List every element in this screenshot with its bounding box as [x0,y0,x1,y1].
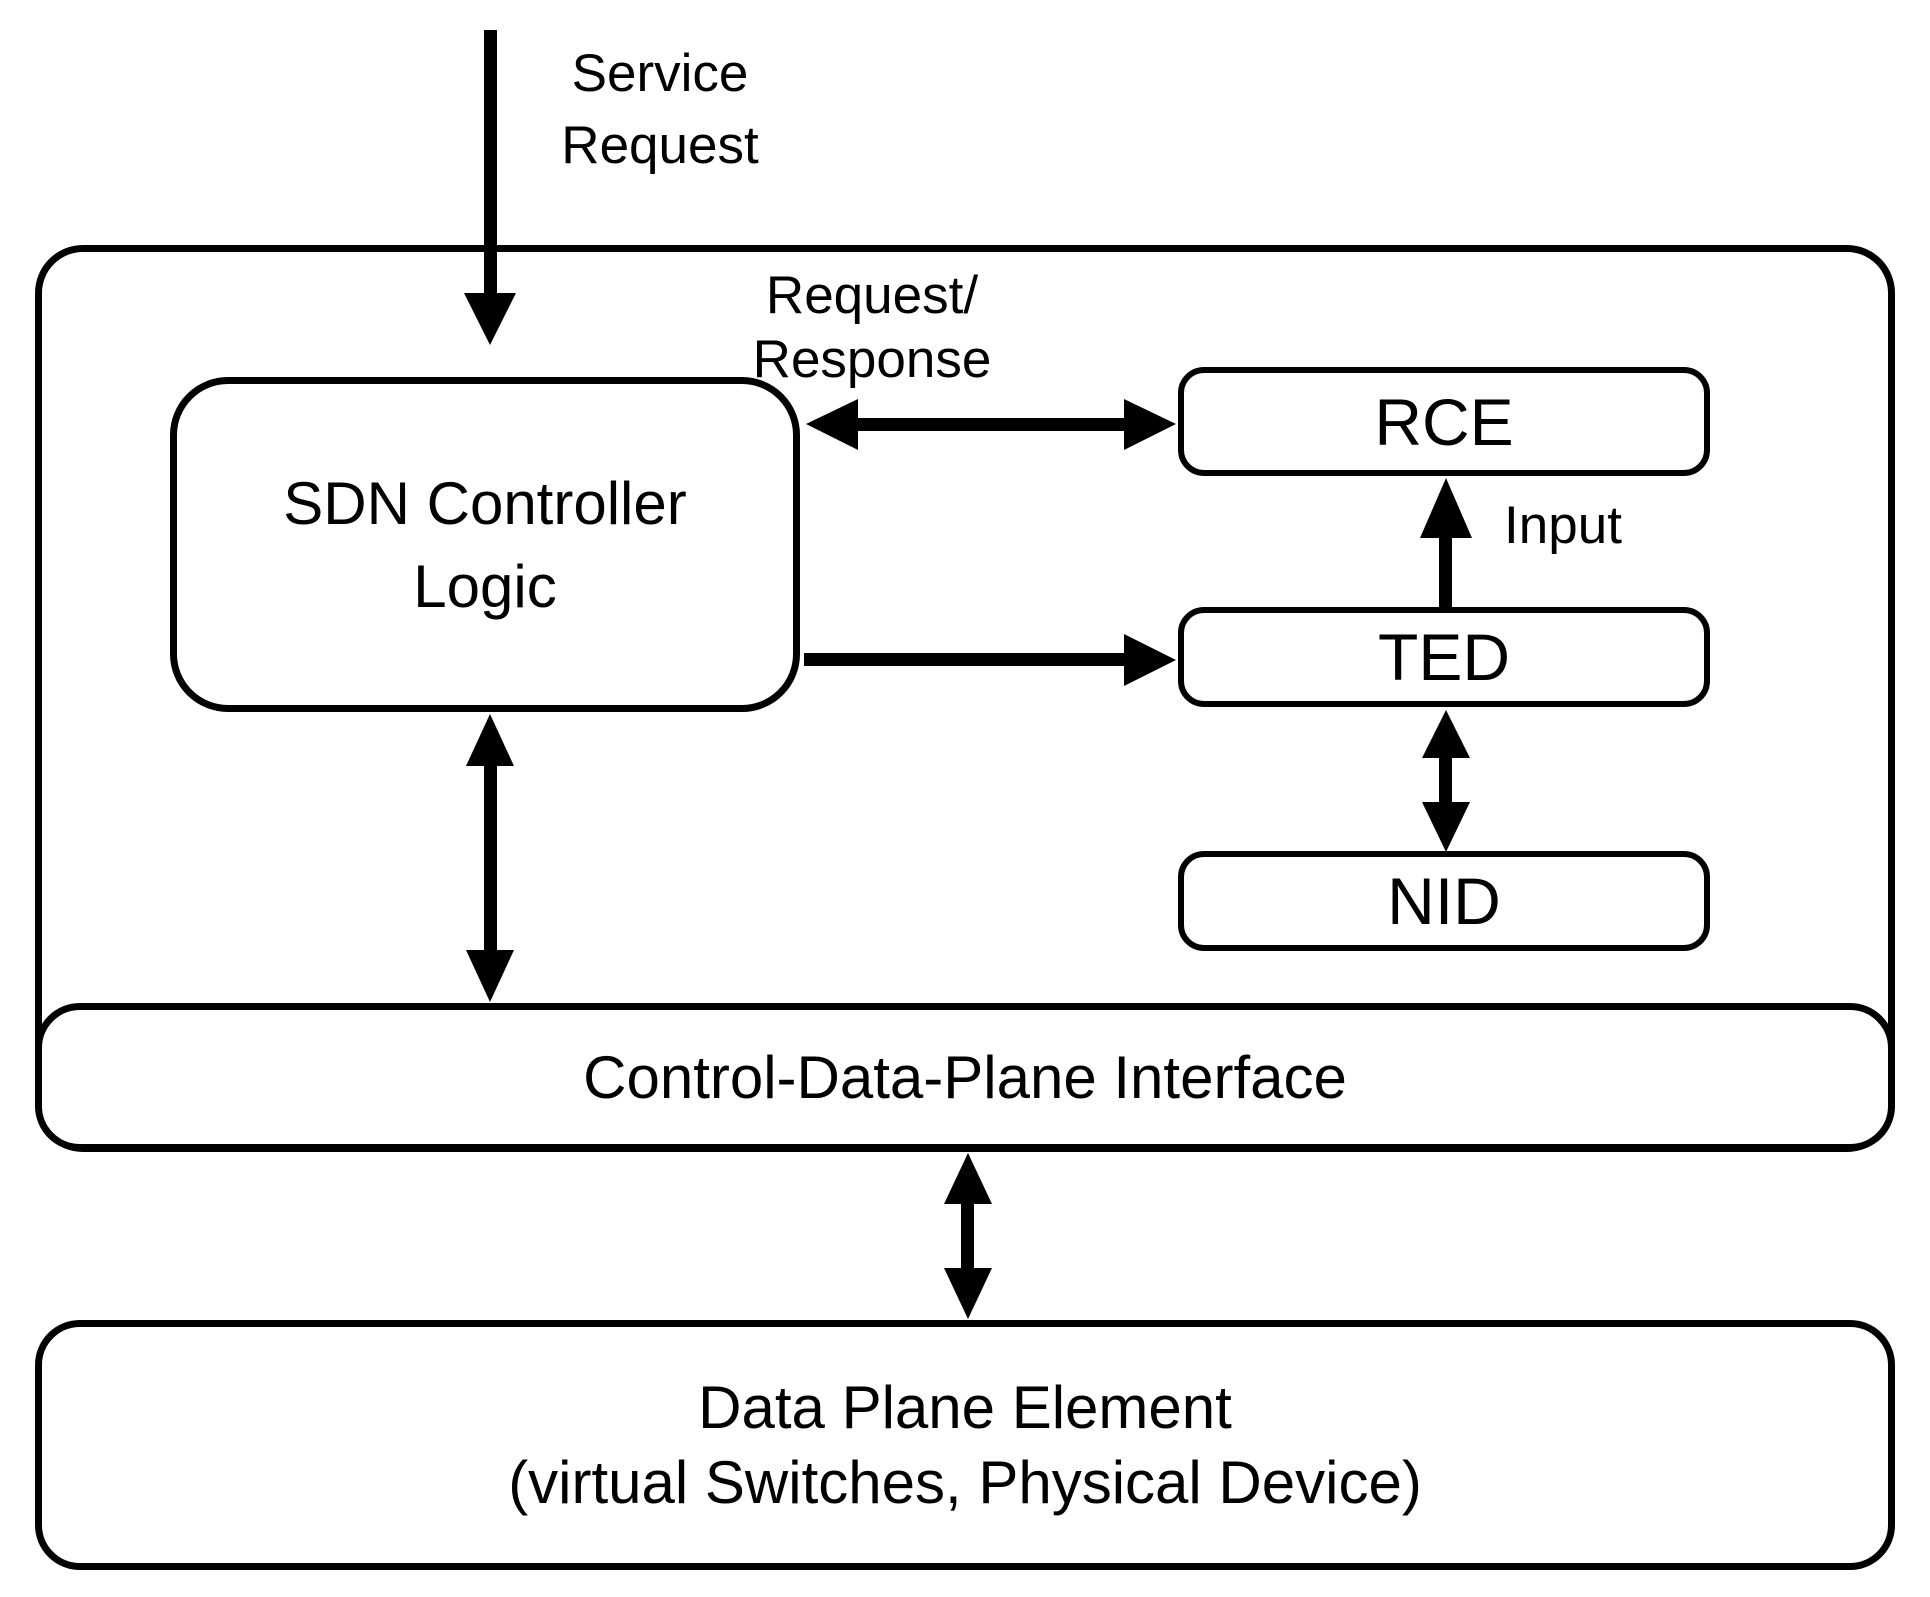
data-plane-element-label-line1: Data Plane Element [698,1374,1232,1441]
nid-label: NID [1387,864,1501,938]
rce-node: RCE [1178,367,1710,476]
data-plane-element-label-line2: (virtual Switches, Physical Device) [508,1449,1422,1516]
rce-label: RCE [1374,384,1514,459]
data-plane-element-node: Data Plane Element (virtual Switches, Ph… [35,1320,1895,1570]
cdp-dataplane-arrow [944,1153,992,1319]
request-response-label-line2: Response [752,330,992,389]
request-response-label: Request/ Response [672,264,1072,392]
request-response-label-line1: Request/ [765,266,979,325]
nid-node: NID [1178,851,1710,951]
service-request-label-line1: Service [571,44,749,103]
control-data-plane-interface-node: Control-Data-Plane Interface [35,1003,1895,1151]
sdn-controller-logic-label-line1: SDN Controller [283,469,687,537]
control-data-plane-interface-label: Control-Data-Plane Interface [583,1043,1347,1111]
service-request-label-line2: Request [561,116,759,175]
service-request-label: Service Request [450,38,870,182]
sdn-controller-logic-label-line2: Logic [413,552,557,620]
ted-label: TED [1378,620,1510,694]
sdn-controller-logic-node: SDN Controller Logic [170,377,800,712]
ted-node: TED [1178,607,1710,707]
input-arrow-label: Input [1504,496,1622,555]
